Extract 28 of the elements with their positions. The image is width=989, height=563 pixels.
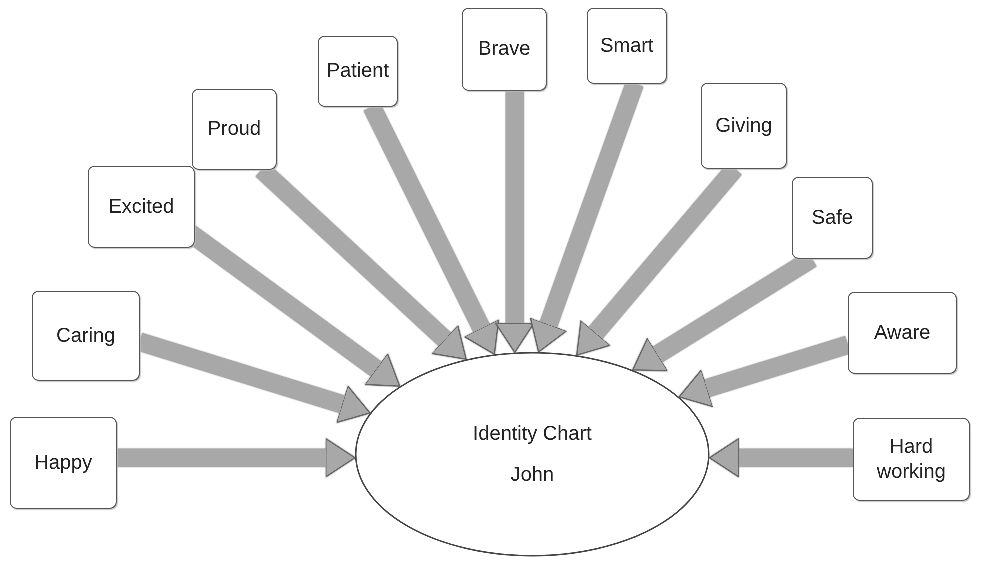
- trait-label: Excited: [108, 194, 174, 220]
- trait-label: Smart: [600, 34, 654, 58]
- trait-label: Aware: [874, 320, 931, 346]
- trait-label: Happy: [34, 450, 92, 476]
- trait-box: [848, 292, 957, 374]
- trait-box: [853, 418, 970, 501]
- trait-label: Hard working: [876, 434, 947, 484]
- trait-box: [587, 8, 667, 84]
- chart-title: Identity Chart: [473, 422, 592, 446]
- center-ellipse: [355, 352, 710, 557]
- trait-label: Giving: [716, 114, 772, 138]
- block-arrow: [495, 91, 535, 354]
- trait-box: [462, 8, 547, 91]
- trait-label: Patient: [326, 59, 390, 84]
- trait-label: Proud: [208, 117, 262, 142]
- block-arrow: [117, 438, 356, 478]
- trait-label: Caring: [56, 324, 116, 348]
- trait-box: [88, 166, 195, 248]
- block-arrow: [709, 438, 853, 478]
- trait-box: [32, 291, 140, 381]
- trait-box: [318, 36, 398, 107]
- trait-label: Brave: [478, 37, 531, 62]
- trait-box: [192, 89, 277, 170]
- person-name: John: [510, 462, 554, 488]
- trait-box: [10, 417, 117, 509]
- trait-label: Safe: [812, 206, 854, 230]
- trait-box: [792, 177, 873, 259]
- trait-box: [701, 83, 787, 169]
